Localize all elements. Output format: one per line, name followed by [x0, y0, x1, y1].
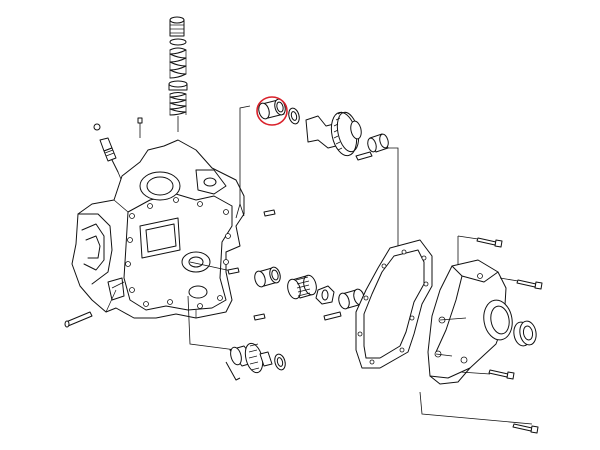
- cover-screw-3[interactable]: [488, 369, 515, 380]
- small-ring[interactable]: [93, 123, 101, 131]
- valve-spring-upper[interactable]: [169, 47, 187, 79]
- dowel-pin[interactable]: [64, 311, 93, 328]
- crank-gear-assembly[interactable]: [225, 341, 273, 381]
- valve-cap[interactable]: [169, 16, 185, 37]
- spark-plug[interactable]: [99, 137, 129, 197]
- oil-seal[interactable]: [512, 320, 538, 347]
- cover-screw-2[interactable]: [499, 277, 543, 290]
- small-screw-mid[interactable]: [227, 267, 240, 275]
- cover-screw-1[interactable]: [457, 235, 503, 248]
- thrust-washer[interactable]: [287, 107, 301, 125]
- pinion-gear[interactable]: [286, 274, 319, 300]
- main-housing[interactable]: [71, 139, 245, 319]
- small-screw-upper[interactable]: [263, 209, 276, 217]
- gasket-leaders: [435, 317, 467, 357]
- small-screw-lower[interactable]: [253, 313, 266, 321]
- nut[interactable]: [315, 285, 335, 305]
- crank-washer[interactable]: [273, 353, 287, 371]
- gear-cover[interactable]: [427, 259, 515, 385]
- cover-screw-4[interactable]: [512, 423, 539, 434]
- valve-plunger[interactable]: [168, 80, 188, 91]
- valve-o-ring[interactable]: [169, 38, 187, 46]
- bushing-middle-left[interactable]: [253, 266, 282, 288]
- highlight-circle: [256, 96, 288, 126]
- cam-gear[interactable]: [305, 110, 363, 158]
- shaft-pin[interactable]: [355, 151, 373, 161]
- valve-spring-lower[interactable]: [169, 92, 187, 116]
- relief-valve-assembly[interactable]: [168, 16, 188, 132]
- bearing-bushing[interactable]: [257, 98, 287, 120]
- needle-bearing-upper[interactable]: [366, 133, 389, 153]
- roller-pin[interactable]: [323, 311, 342, 321]
- small-pin[interactable]: [137, 117, 143, 138]
- cover-gasket[interactable]: [355, 239, 433, 369]
